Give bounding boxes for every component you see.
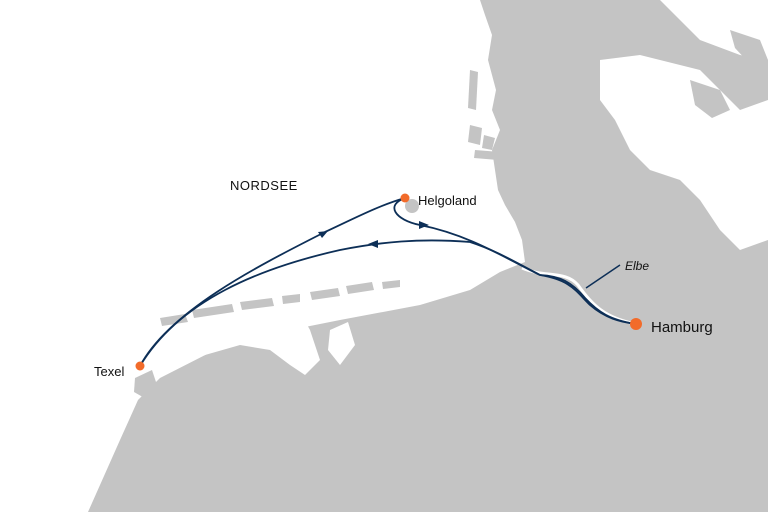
pellworm-island (482, 135, 495, 150)
eiderstedt-sand (474, 150, 500, 160)
texel-island (134, 370, 158, 400)
texel-marker[interactable] (135, 361, 145, 371)
danish-island (730, 30, 768, 62)
jade-bay (328, 322, 355, 365)
frisian-island-4 (282, 294, 300, 304)
islands-layer (134, 30, 768, 400)
land-layer (88, 0, 768, 512)
helgoland-island (405, 199, 419, 213)
arrow-helgoland-elbe (419, 221, 429, 229)
port-label-hamburg: Hamburg (651, 319, 713, 336)
river-label-elbe: Elbe (625, 259, 649, 273)
port-markers (135, 193, 642, 371)
sylt-island (468, 70, 478, 110)
route-arrows (318, 221, 429, 248)
frisian-island-6 (346, 282, 374, 294)
frisian-island-2 (192, 304, 234, 318)
helgoland-marker[interactable] (400, 193, 410, 203)
route-hamburg-to-texel (139, 239, 637, 367)
elbe-leader-line (585, 264, 621, 289)
frisian-island-7 (382, 280, 400, 289)
elbe-river (521, 266, 637, 326)
baltic-inlet (720, 145, 768, 200)
port-label-texel: Texel (94, 364, 124, 379)
hamburg-marker[interactable] (630, 318, 642, 330)
mainland-germany-denmark (88, 0, 768, 512)
wadden-water-layer (168, 312, 355, 375)
sea-label: NORDSEE (230, 178, 298, 193)
port-label-helgoland: Helgoland (418, 193, 477, 208)
arrow-outbound (318, 231, 328, 238)
route-layer (139, 197, 637, 367)
fehmarn-island (690, 80, 730, 118)
frisian-island-5 (310, 288, 340, 300)
amrum-island (468, 125, 482, 145)
wadden-sea (168, 312, 320, 375)
frisian-island-3 (240, 298, 274, 310)
frisian-island-1 (160, 314, 188, 326)
arrow-return (368, 240, 378, 248)
